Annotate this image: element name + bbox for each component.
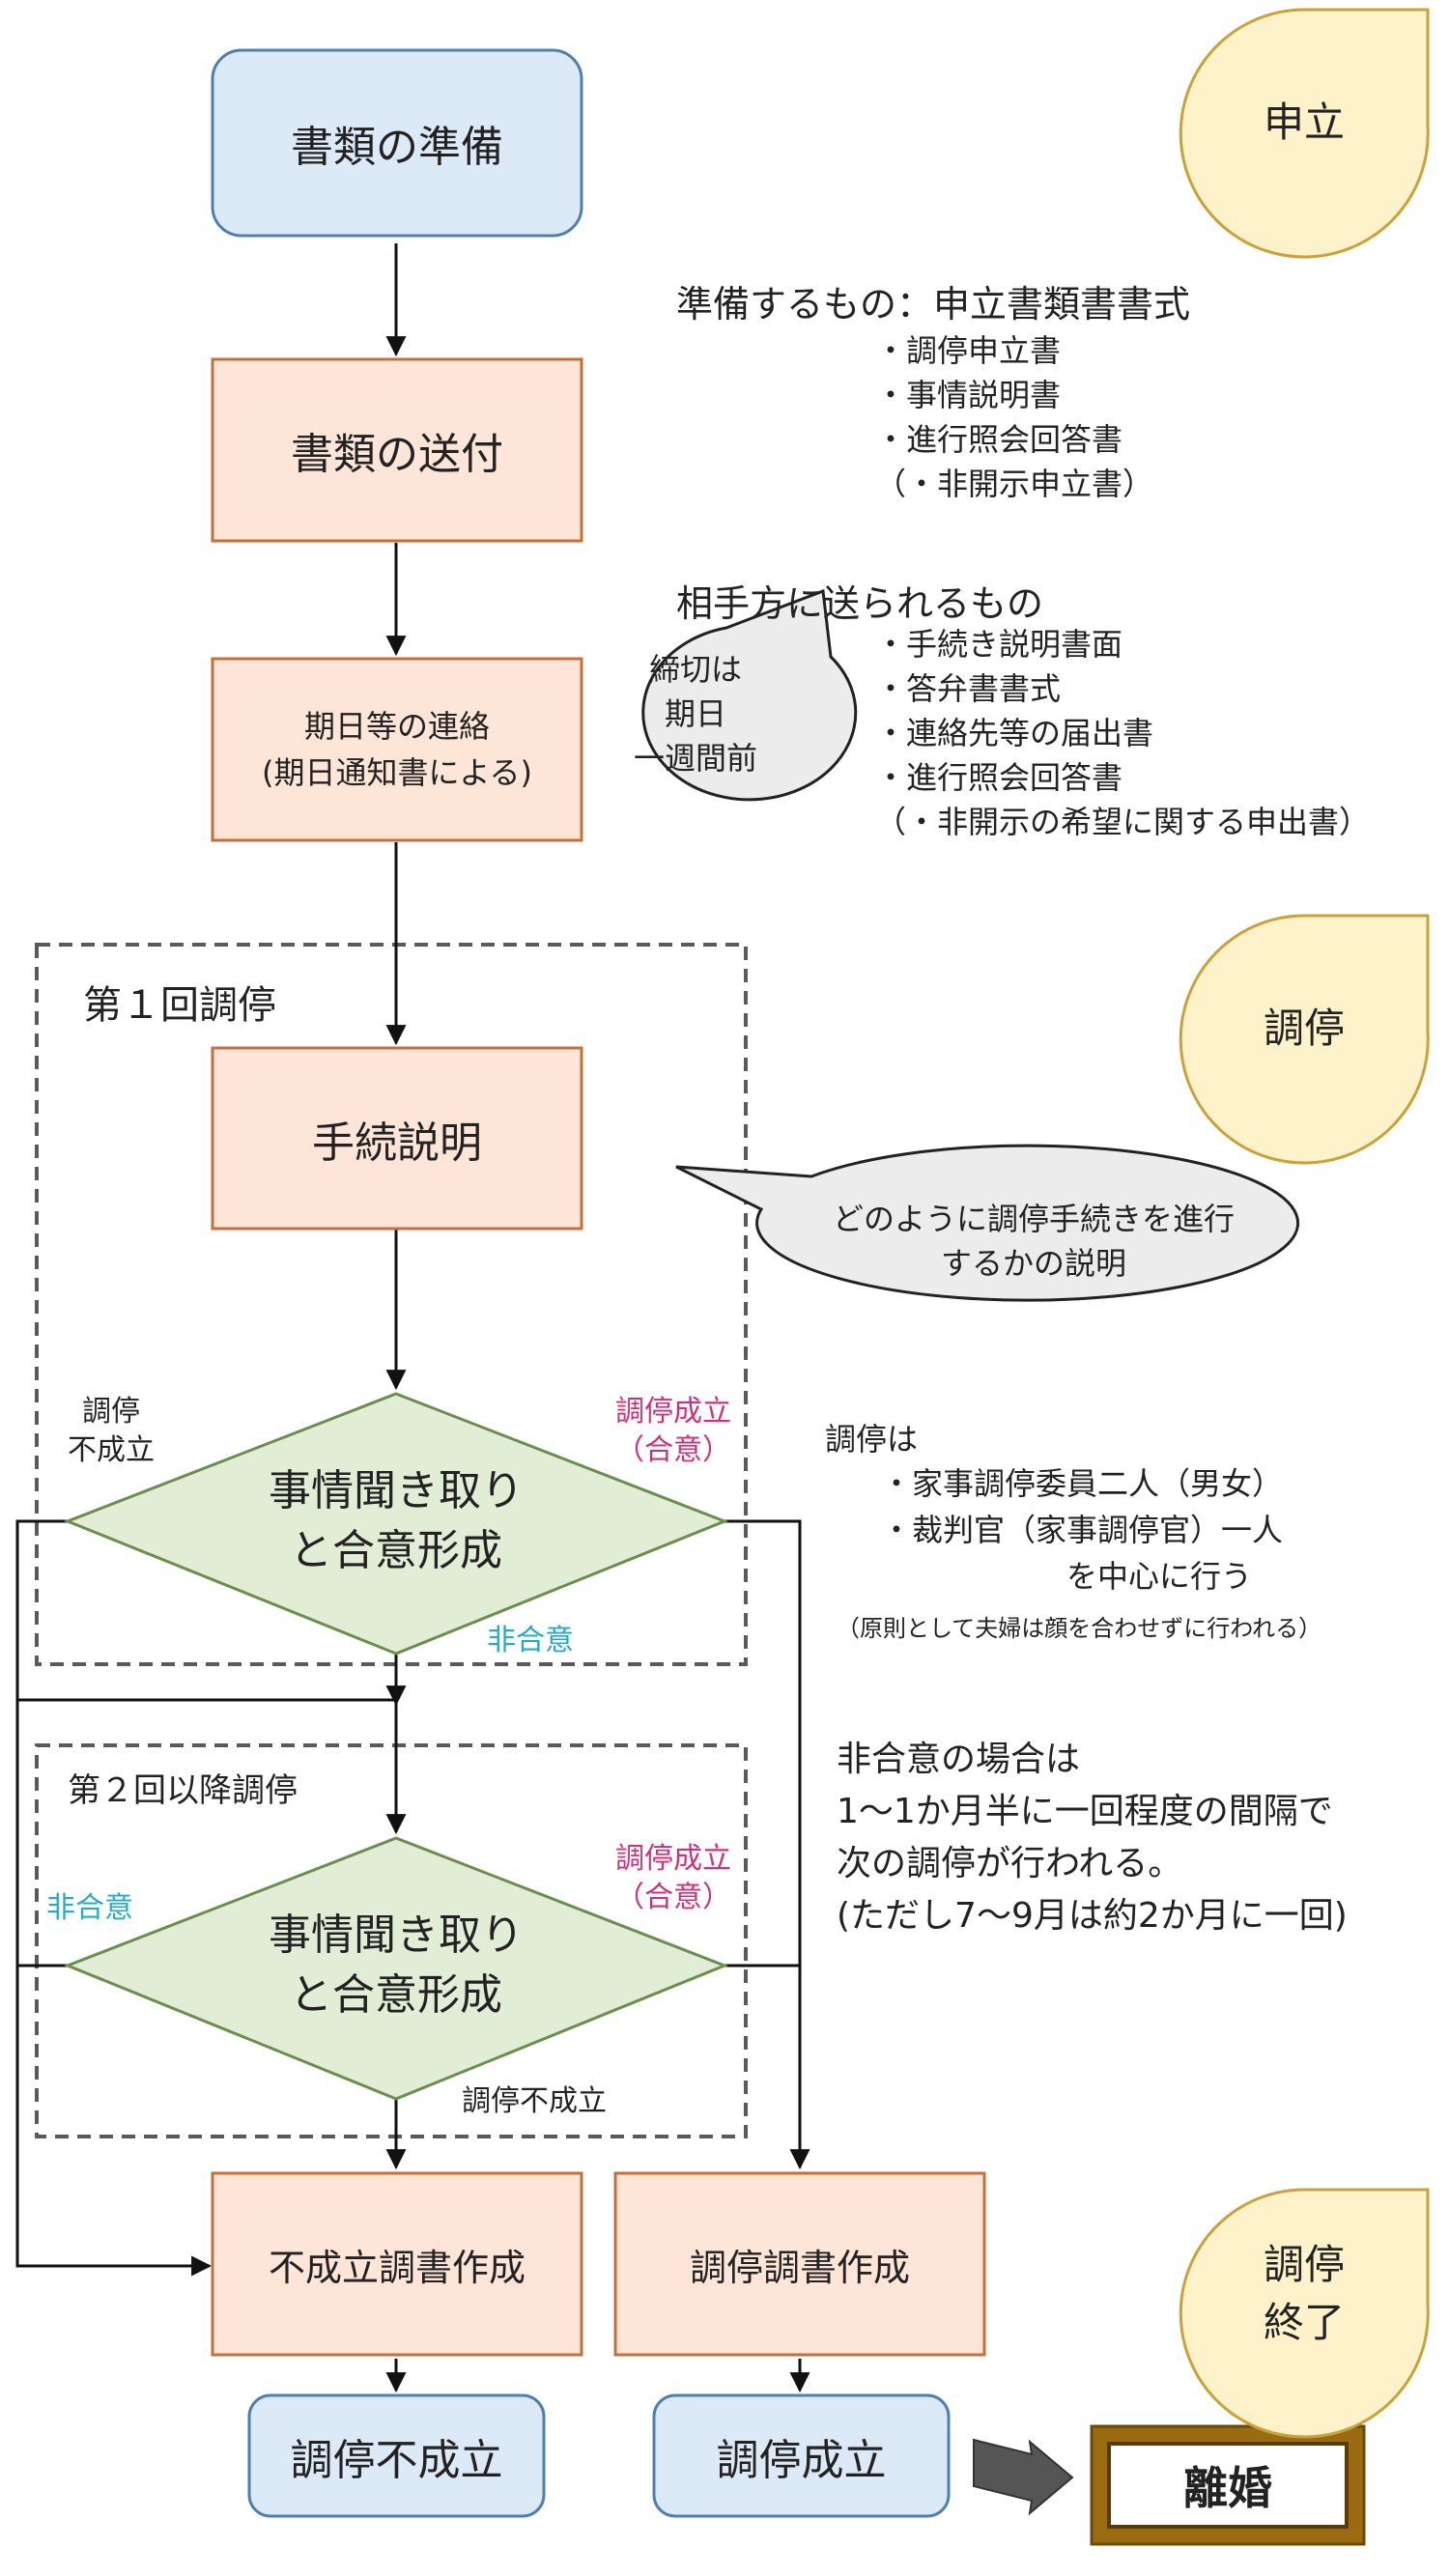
node-prep-box xyxy=(211,48,583,238)
stage-apply: 申立 xyxy=(1263,98,1345,146)
note-how: どのように調停手続きを進行 するかの説明 xyxy=(832,1201,1235,1282)
node-hearing1-diamond xyxy=(63,1392,729,1656)
note-mediation-title: 調停は xyxy=(825,1421,919,1458)
group-first-mediation-frame xyxy=(35,943,748,1666)
edge-label-nonagree1: 非合意 xyxy=(487,1624,574,1657)
node-success: 調停成立 xyxy=(716,2435,887,2485)
node-hearing1: 事情聞き取り と合意形成 xyxy=(269,1466,524,1575)
stage-end-drop xyxy=(1179,2188,1430,2439)
node-hearing2-diamond xyxy=(63,1836,729,2101)
note-interval: 非合意の場合は 1～1か月半に一回程度の間隔で 次の調停が行われる。 (ただし7… xyxy=(837,1740,1348,1936)
node-explain-box xyxy=(211,1046,583,1231)
result-block-arrow xyxy=(973,2438,1074,2516)
node-success-doc-box xyxy=(613,2171,986,2357)
edge-label-fail1: 調停 不成立 xyxy=(68,1395,155,1467)
node-fail-doc-box xyxy=(211,2171,583,2357)
node-fail-doc: 不成立調書作成 xyxy=(268,2246,526,2289)
stage-end: 調停 終了 xyxy=(1263,2241,1345,2346)
connectors xyxy=(15,243,810,2393)
note-sent-items: ・手続き説明書面 ・答弁書書式 ・連絡先等の届出書 ・進行照会回答書 （・非開示… xyxy=(875,626,1371,840)
node-notice: 期日等の連絡 (期日通知書による) xyxy=(261,708,532,791)
node-explain: 手続説明 xyxy=(312,1118,482,1168)
group-first-title: 第１回調停 xyxy=(83,983,276,1028)
node-divorce-inner xyxy=(1107,2442,1349,2529)
node-success-doc: 調停調書作成 xyxy=(689,2246,910,2289)
deadline-bubble xyxy=(641,588,858,802)
note-prepare-title: 準備するもの：申立書類書書式 xyxy=(676,283,1191,326)
explain-bubble xyxy=(675,1144,1300,1302)
node-send-box xyxy=(211,357,583,543)
edge-label-nonagree2: 非合意 xyxy=(46,1891,133,1925)
stage-apply-drop xyxy=(1179,8,1430,259)
node-notice-box xyxy=(211,657,583,842)
note-sent-title: 相手方に送られるもの xyxy=(676,582,1044,625)
group-later-mediation-frame xyxy=(35,1743,748,2138)
note-mediation-items: ・家事調停委員二人（男女） ・裁判官（家事調停官）一人 を中心に行う xyxy=(881,1465,1284,1595)
node-fail-box xyxy=(247,2393,546,2518)
stage-mediation: 調停 xyxy=(1263,1004,1345,1052)
node-hearing2: 事情聞き取り と合意形成 xyxy=(269,1911,524,2020)
node-send: 書類の送付 xyxy=(291,430,503,479)
node-divorce: 離婚 xyxy=(1183,2462,1272,2514)
edge-label-success1: 調停成立 （合意） xyxy=(615,1395,731,1467)
note-deadline: 締切は 期日 一週間前 xyxy=(633,651,757,777)
note-mediation-note: （原則として夫婦は顔を合わせずに行われる） xyxy=(837,1615,1322,1642)
node-success-box xyxy=(652,2393,951,2518)
note-prepare-items: ・調停申立書 ・事情説明書 ・進行照会回答書 （・非開示申立書） xyxy=(875,332,1154,502)
group-later-title: 第２回以降調停 xyxy=(68,1771,298,1810)
edge-label-success2: 調停成立 （合意） xyxy=(615,1842,731,1914)
node-fail: 調停不成立 xyxy=(290,2435,503,2485)
stage-mediation-drop xyxy=(1179,914,1430,1165)
node-prep: 書類の準備 xyxy=(291,123,503,172)
edge-label-fail2: 調停不成立 xyxy=(462,2084,607,2118)
